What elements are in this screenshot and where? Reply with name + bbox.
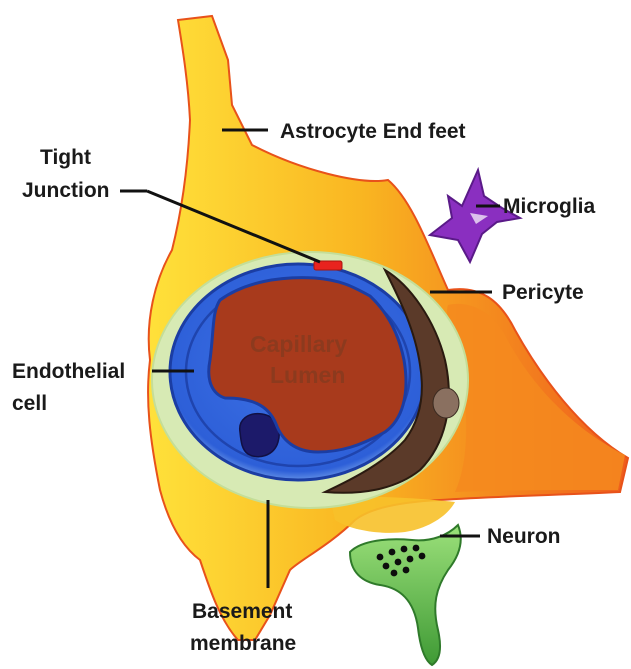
label-basement-line1: Basement [192, 600, 292, 623]
label-tight-junction-line2: Junction [22, 179, 110, 202]
label-pericyte: Pericyte [502, 281, 584, 304]
pericyte-nucleus [433, 388, 459, 418]
label-endothelial-line2: cell [12, 392, 47, 415]
neuron-terminal [350, 525, 461, 665]
label-neuron: Neuron [487, 525, 561, 548]
label-astrocyte-end-feet: Astrocyte End feet [280, 120, 466, 143]
label-capillary-lumen-line1: Capillary [250, 331, 347, 357]
label-endothelial-line1: Endothelial [12, 360, 125, 383]
label-microglia: Microglia [503, 195, 596, 218]
label-capillary-lumen-line2: Lumen [270, 362, 345, 388]
label-tight-junction-line1: Tight [40, 146, 91, 169]
label-basement-line2: membrane [190, 632, 296, 655]
